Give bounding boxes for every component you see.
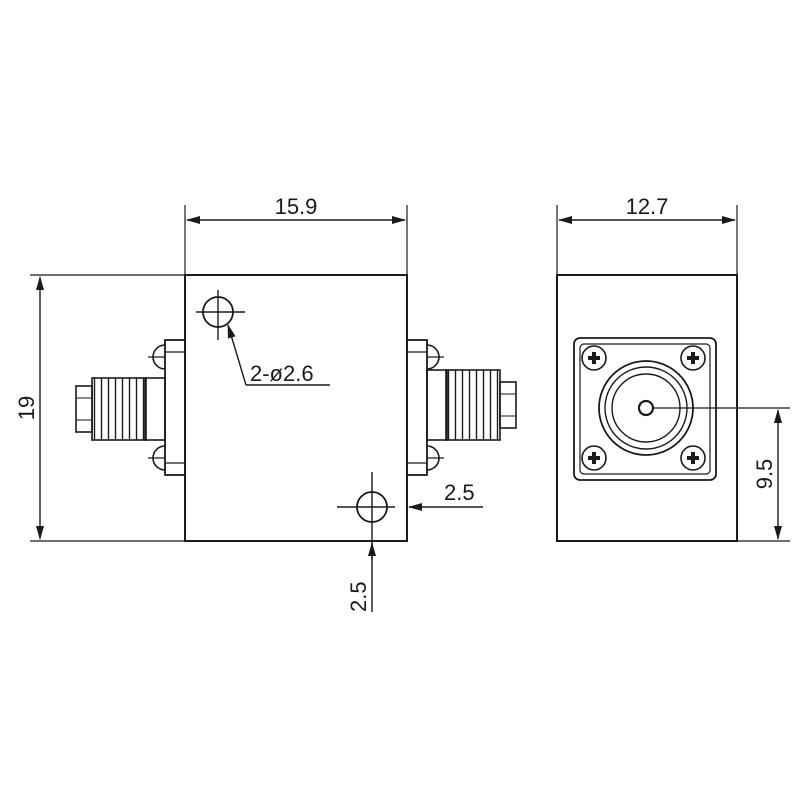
hole-diameter-label: 2-ø2.6 bbox=[250, 361, 314, 386]
hole-leader bbox=[227, 324, 247, 386]
body-height-dimension: 19 bbox=[14, 274, 185, 542]
flange-screw-bottom-right bbox=[680, 445, 706, 471]
connector-offset-dimension: 9.5 bbox=[653, 407, 790, 542]
body-width-label: 15.9 bbox=[275, 194, 318, 219]
left-flange bbox=[164, 339, 186, 476]
hole-x-offset-label: 2.5 bbox=[444, 480, 475, 505]
left-thread bbox=[91, 377, 147, 441]
center-pin bbox=[637, 399, 655, 417]
body-height-label: 19 bbox=[14, 396, 39, 420]
flange-screw-top-right bbox=[680, 345, 706, 371]
flange-screw-bottom-left bbox=[581, 445, 607, 471]
body-width-dimension: 15.9 bbox=[184, 194, 408, 275]
connector-offset-label: 9.5 bbox=[752, 459, 777, 490]
end-connector-flange bbox=[573, 337, 717, 481]
hole-y-offset-label: 2.5 bbox=[346, 581, 371, 612]
flange-screw-top-left bbox=[581, 345, 607, 371]
right-sma-connector bbox=[406, 339, 517, 476]
front-view: 2-ø2.6 2.5 2.5 15.9 19 bbox=[14, 194, 517, 612]
left-sma-connector bbox=[75, 339, 186, 476]
left-tip bbox=[75, 385, 93, 433]
end-width-dimension: 12.7 bbox=[556, 194, 738, 275]
left-nut bbox=[144, 377, 166, 441]
end-width-label: 12.7 bbox=[626, 194, 669, 219]
end-view: 12.7 9.5 bbox=[556, 194, 790, 542]
mounting-hole-top bbox=[196, 290, 245, 340]
